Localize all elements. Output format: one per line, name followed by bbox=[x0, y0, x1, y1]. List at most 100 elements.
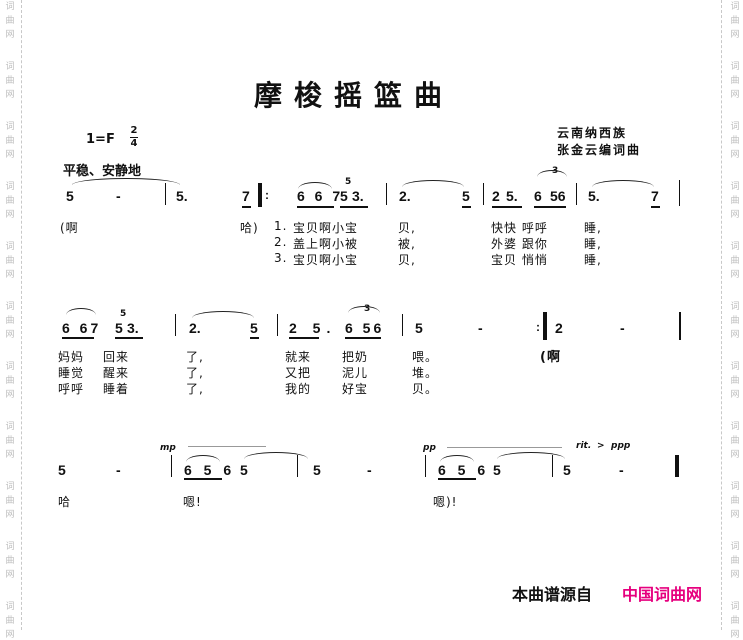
watermark-glyph: 曲 bbox=[5, 376, 15, 386]
note: 7 bbox=[651, 188, 659, 204]
dynamic-pp: pp bbox=[423, 443, 436, 453]
watermark-glyph: 词 bbox=[5, 122, 15, 132]
key-signature: 1=F bbox=[86, 132, 115, 147]
watermark-glyph: 曲 bbox=[5, 256, 15, 266]
note: 56 bbox=[550, 188, 566, 204]
verse-number: 1. bbox=[274, 219, 288, 233]
note: 5 bbox=[66, 188, 74, 204]
lyric-intro-open: (啊 bbox=[60, 221, 79, 235]
note: 2 bbox=[492, 188, 500, 204]
verse-number: 3. bbox=[274, 251, 288, 265]
note: 5 bbox=[340, 188, 348, 204]
lyric: 妈妈 bbox=[58, 350, 85, 364]
watermark-glyph: 词 bbox=[730, 602, 740, 612]
origin-credit: 云南纳西族 bbox=[557, 126, 628, 140]
lyric: 快快 呼呼 bbox=[491, 221, 548, 235]
watermark-glyph: 词 bbox=[730, 302, 740, 312]
lyric: 宝贝 悄悄 bbox=[491, 253, 548, 267]
lyric: 被, bbox=[398, 237, 416, 251]
note: 5 bbox=[58, 462, 66, 478]
watermark-glyph: 网 bbox=[5, 330, 15, 340]
note: 5 bbox=[563, 462, 571, 478]
watermark-glyph: 词 bbox=[5, 182, 15, 192]
watermark-glyph: 词 bbox=[5, 302, 15, 312]
watermark-glyph: 曲 bbox=[730, 616, 740, 626]
note: 5 bbox=[415, 320, 423, 336]
watermark-glyph: 网 bbox=[5, 570, 15, 580]
note: 6 5 6 bbox=[184, 462, 236, 478]
watermark-glyph: 词 bbox=[730, 182, 740, 192]
lyric: 睡着 bbox=[103, 382, 130, 396]
note: - bbox=[620, 320, 625, 336]
watermark-glyph: 词 bbox=[5, 542, 15, 552]
watermark-glyph: 网 bbox=[5, 210, 15, 220]
watermark-glyph: 词 bbox=[5, 482, 15, 492]
note: 6 67 bbox=[62, 320, 102, 336]
hairpin bbox=[188, 446, 266, 447]
grace-note: 5 bbox=[120, 309, 127, 319]
watermark-glyph: 曲 bbox=[5, 616, 15, 626]
note: 2. bbox=[189, 320, 201, 336]
lyric: 醒来 bbox=[103, 366, 130, 380]
watermark-glyph: 曲 bbox=[5, 496, 15, 506]
watermark-glyph: 词 bbox=[730, 482, 740, 492]
watermark-glyph: 网 bbox=[5, 150, 15, 160]
watermark-right: 词曲网词曲网词曲网词曲网词曲网词曲网词曲网词曲网词曲网词曲网词曲网 bbox=[727, 0, 743, 640]
watermark-left: 词曲网词曲网词曲网词曲网词曲网词曲网词曲网词曲网词曲网词曲网词曲网 bbox=[2, 0, 18, 640]
watermark-glyph: 曲 bbox=[5, 76, 15, 86]
lyric: 好宝 bbox=[342, 382, 369, 396]
note: 5 bbox=[115, 320, 123, 336]
note: 5. bbox=[588, 188, 600, 204]
watermark-glyph: 曲 bbox=[730, 196, 740, 206]
lyric: 呼呼 bbox=[58, 382, 85, 396]
watermark-glyph: 词 bbox=[730, 122, 740, 132]
watermark-glyph: 网 bbox=[5, 630, 15, 640]
note: 6 5 6 bbox=[438, 462, 490, 478]
lyric: 贝。 bbox=[412, 382, 439, 396]
note: 2. bbox=[399, 188, 411, 204]
note: 2 5. bbox=[289, 320, 337, 336]
accent-mark: > bbox=[597, 441, 605, 451]
lyric: 盖上啊小被 bbox=[293, 237, 359, 251]
note: 2 bbox=[555, 320, 563, 336]
watermark-glyph: 网 bbox=[730, 150, 740, 160]
arranger-credit: 张金云编词曲 bbox=[557, 143, 642, 157]
dynamic-mp: mp bbox=[160, 443, 176, 453]
lyric: 外婆 跟你 bbox=[491, 237, 548, 251]
watermark-glyph: 词 bbox=[5, 2, 15, 12]
watermark-glyph: 曲 bbox=[730, 556, 740, 566]
note: 5. bbox=[176, 188, 188, 204]
note: 5 bbox=[250, 320, 258, 336]
note: 6 56 bbox=[345, 320, 385, 336]
note: - bbox=[367, 462, 372, 478]
lyric: 睡, bbox=[584, 253, 602, 267]
watermark-glyph: 网 bbox=[5, 390, 15, 400]
lyric: 回来 bbox=[103, 350, 130, 364]
lyric: 我的 bbox=[285, 382, 312, 396]
watermark-glyph: 曲 bbox=[730, 76, 740, 86]
watermark-glyph: 曲 bbox=[5, 316, 15, 326]
dashed-divider-right bbox=[721, 0, 722, 630]
watermark-glyph: 词 bbox=[5, 62, 15, 72]
watermark-glyph: 网 bbox=[730, 630, 740, 640]
watermark-glyph: 词 bbox=[730, 62, 740, 72]
lyric: 了, bbox=[186, 366, 204, 380]
watermark-glyph: 网 bbox=[730, 390, 740, 400]
lyric-intro-close: 哈) bbox=[240, 221, 259, 235]
note: 3. bbox=[127, 320, 139, 336]
note: 5. bbox=[506, 188, 518, 204]
watermark-glyph: 网 bbox=[5, 450, 15, 460]
watermark-glyph: 词 bbox=[730, 362, 740, 372]
watermark-glyph: 曲 bbox=[730, 256, 740, 266]
watermark-glyph: 词 bbox=[730, 422, 740, 432]
grace-note: 5 bbox=[345, 177, 352, 187]
watermark-glyph: 词 bbox=[730, 542, 740, 552]
note: - bbox=[116, 462, 121, 478]
time-sig-bottom: 4 bbox=[130, 138, 138, 149]
site-link[interactable]: 中国词曲网 bbox=[622, 585, 703, 604]
lyric: 睡觉 bbox=[58, 366, 85, 380]
source-label: 本曲谱源自 bbox=[512, 585, 593, 604]
watermark-glyph: 曲 bbox=[730, 376, 740, 386]
lyric: 又把 bbox=[285, 366, 312, 380]
watermark-glyph: 网 bbox=[730, 90, 740, 100]
